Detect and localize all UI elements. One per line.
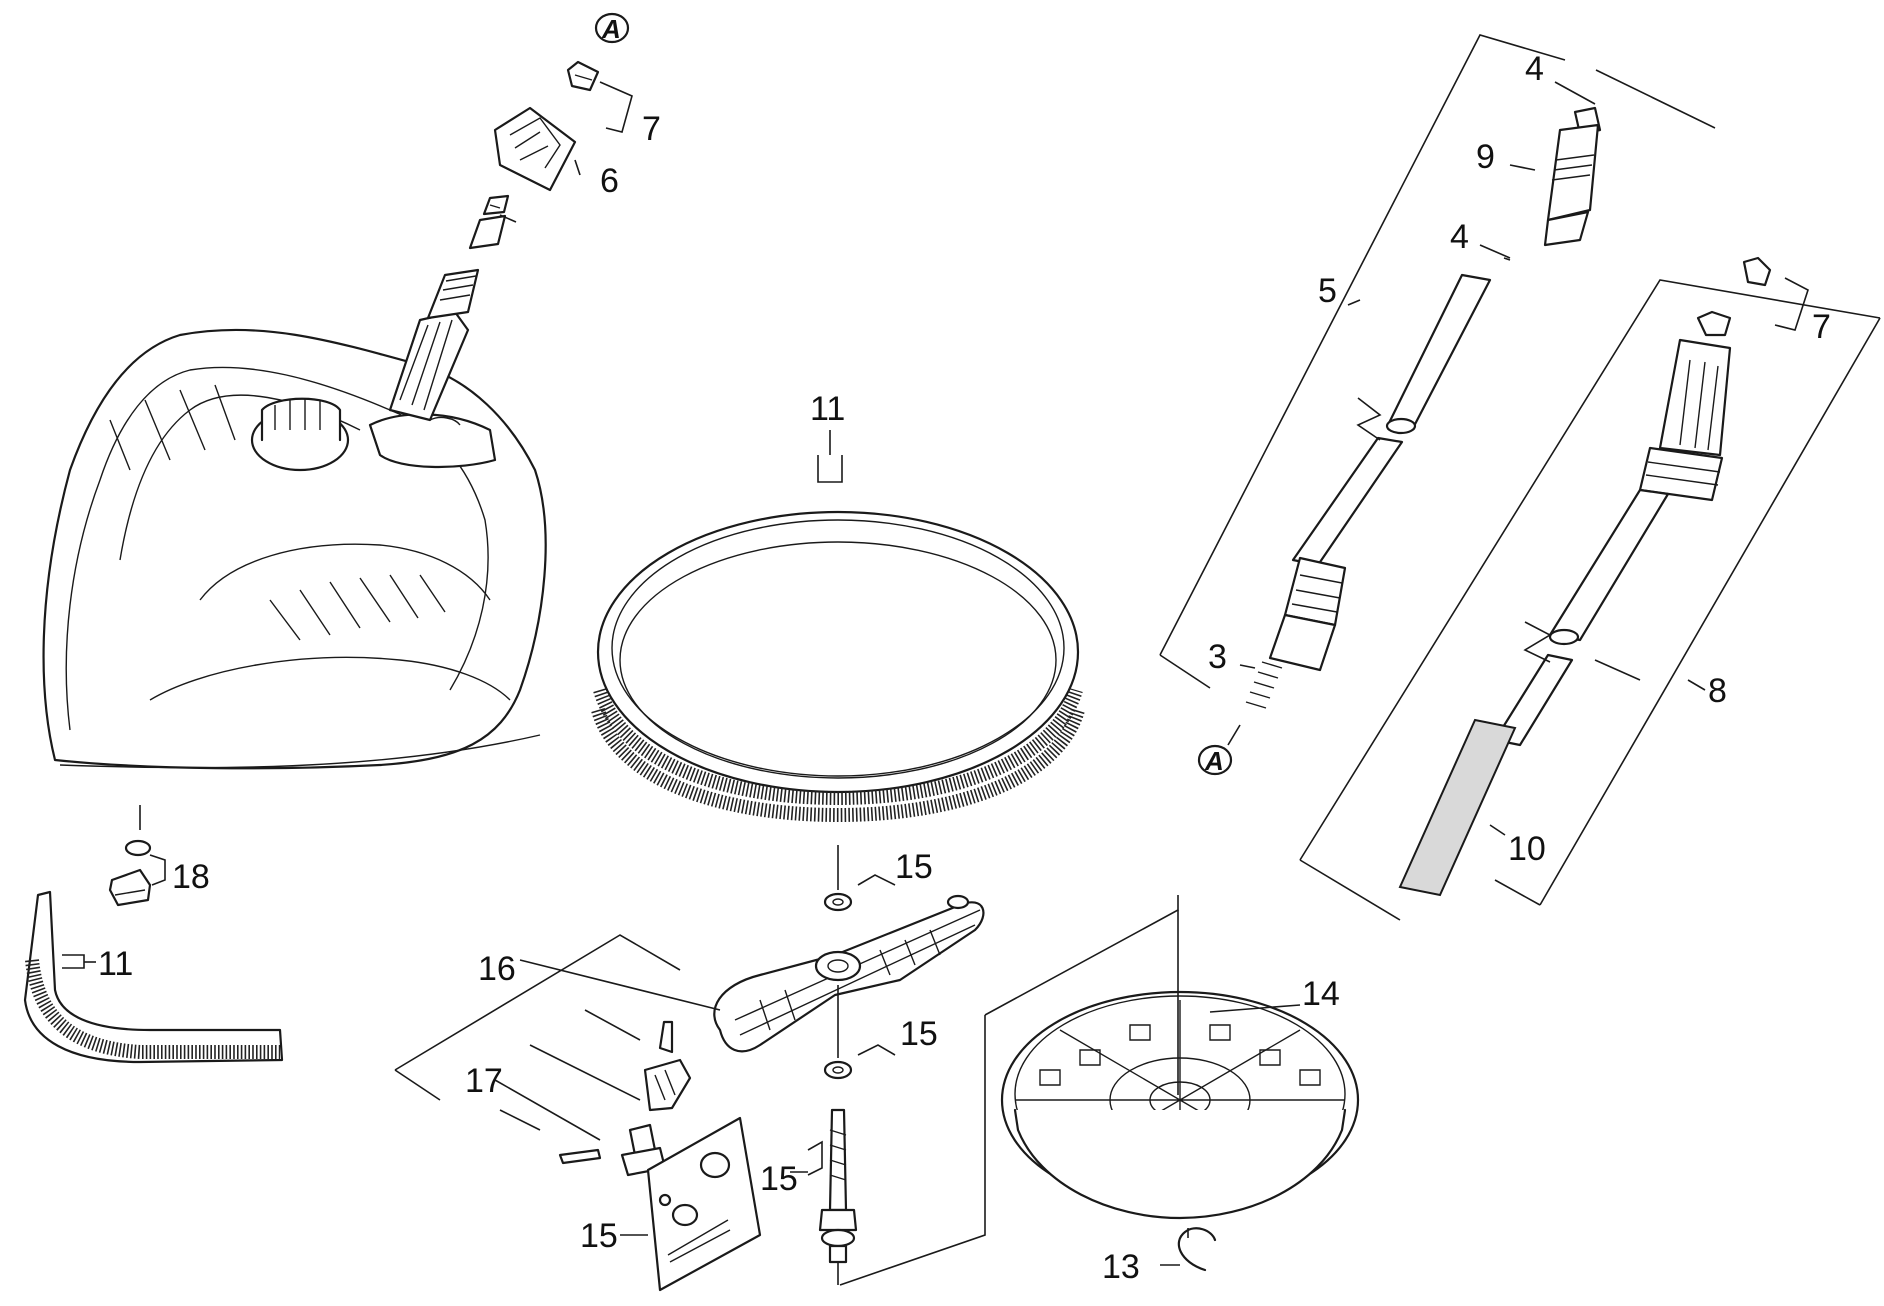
callout-15-upper: 15	[895, 848, 933, 886]
callout-14: 14	[1302, 975, 1340, 1013]
part-15-service-kit	[646, 1116, 762, 1292]
part-7-clip-right	[1696, 256, 1772, 337]
part-11-brush-strip	[23, 890, 284, 1064]
callout-16: 16	[478, 950, 516, 988]
part-5-grip	[1268, 556, 1347, 672]
callout-5: 5	[1318, 272, 1337, 310]
callout-7-top: 7	[642, 110, 661, 148]
part-9-quick-coupler	[1543, 106, 1602, 247]
part-6-cap	[493, 106, 577, 192]
callout-18: 18	[172, 858, 210, 896]
callout-10: 10	[1508, 830, 1546, 868]
part-15-axle	[818, 1108, 858, 1264]
callout-4-mid: 4	[1450, 218, 1469, 256]
callout-8: 8	[1708, 672, 1727, 710]
coupling-handle-assembly	[388, 194, 510, 422]
part-17-pin	[558, 1148, 602, 1165]
callout-15-mid: 15	[900, 1015, 938, 1053]
callout-7-right: 7	[1812, 308, 1831, 346]
part-18-nozzle	[108, 839, 152, 907]
marker-a-mid-label: A	[1204, 746, 1224, 776]
marker-a-top: A	[594, 12, 630, 44]
callout-15-kit: 15	[580, 1217, 618, 1255]
part-16-elbow-nozzle	[643, 1058, 692, 1112]
callout-9: 9	[1476, 138, 1495, 176]
marker-a-mid: A	[1197, 744, 1233, 776]
callout-6: 6	[600, 162, 619, 200]
cleaner-housing	[42, 328, 547, 770]
part-14-plate	[1000, 990, 1360, 1220]
part-10-label	[1398, 718, 1517, 897]
callout-4-top: 4	[1525, 50, 1544, 88]
callout-17: 17	[465, 1062, 503, 1100]
spray-arm	[713, 894, 985, 1053]
callout-11-ring: 11	[810, 390, 845, 428]
callout-13: 13	[1102, 1248, 1140, 1286]
part-16-pin	[658, 1020, 674, 1054]
part-5-lance-tube	[1291, 273, 1492, 567]
callout-3: 3	[1208, 638, 1227, 676]
part-15-washer-upper	[823, 892, 853, 912]
part-3-spring	[1245, 661, 1283, 709]
marker-a-top-label: A	[601, 14, 621, 44]
part-13-retaining-ring	[1177, 1227, 1217, 1272]
callout-11-strip: 11	[98, 945, 133, 983]
callout-15-axle: 15	[760, 1160, 798, 1198]
part-15-washer-lower	[823, 1060, 853, 1080]
part-8-handle	[1493, 338, 1732, 747]
part-11-brush-ring	[591, 510, 1085, 823]
part-7-clip-top	[566, 60, 600, 92]
